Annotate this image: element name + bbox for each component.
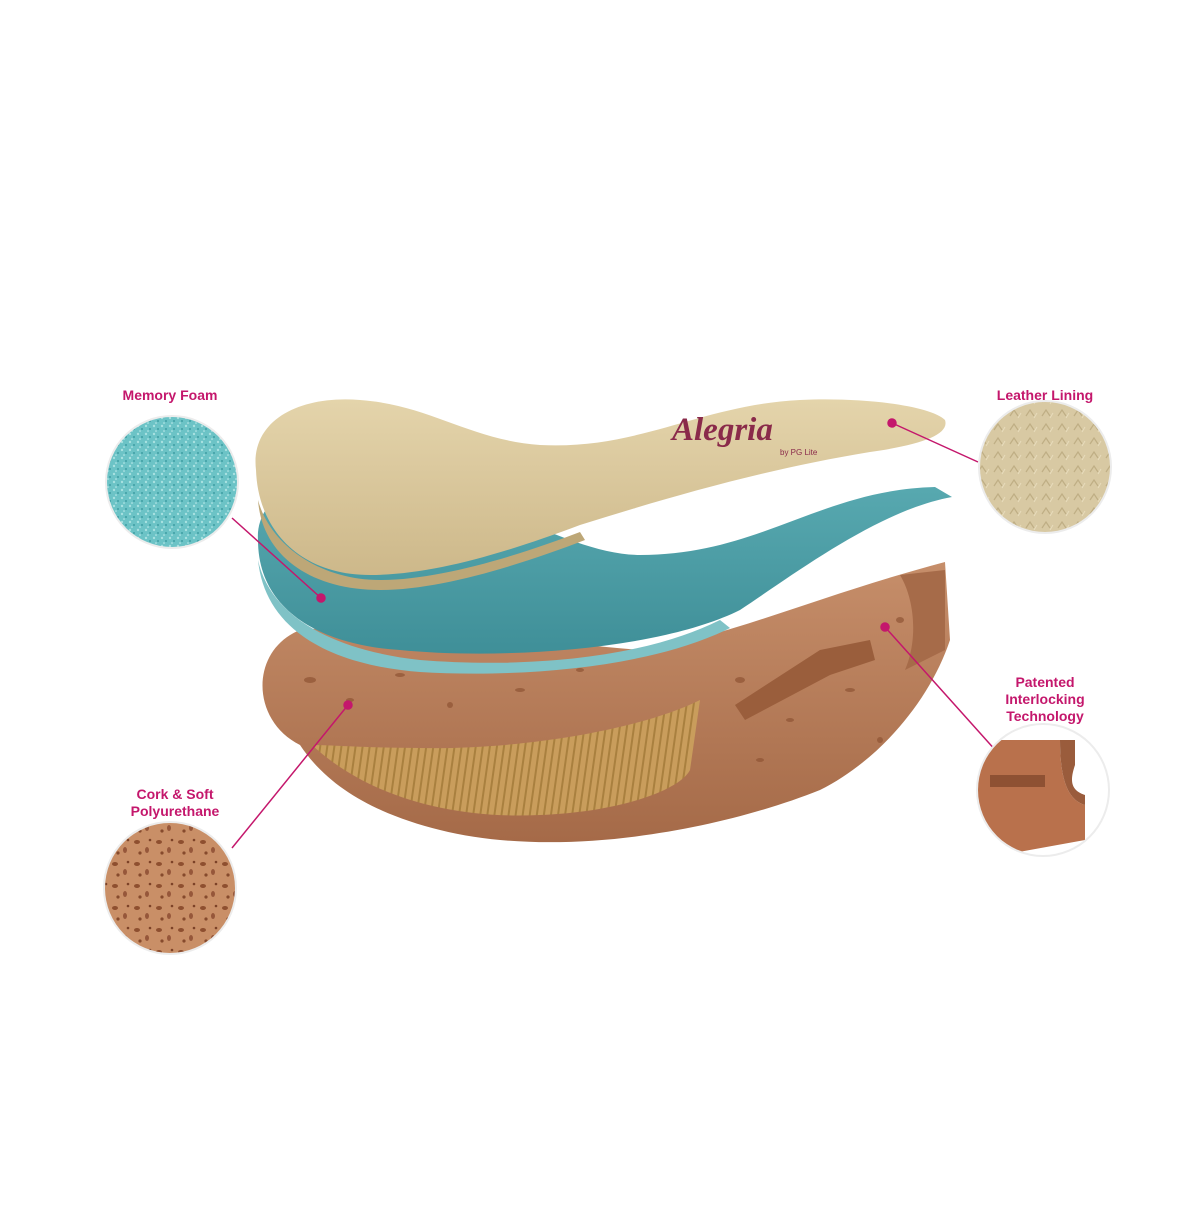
interlocking-cross-section-icon xyxy=(976,723,1110,857)
cork-texture-icon xyxy=(103,821,237,955)
memory-foam-label: Memory Foam xyxy=(122,387,218,403)
alegria-logo: Alegria xyxy=(670,412,773,448)
interlocking-technology-label: Patented Interlocking Technology xyxy=(1005,674,1085,724)
leather-lining-label: Leather Lining xyxy=(996,387,1094,403)
cork-label: Cork & Soft Polyurethane xyxy=(130,786,220,819)
memory-foam-texture-icon xyxy=(105,415,239,549)
leather-texture-icon xyxy=(978,400,1112,534)
leather-lining-layer: Alegria by PG Lite xyxy=(255,399,946,590)
alegria-byline: by PG Lite xyxy=(780,448,818,457)
connector-lines xyxy=(231,418,998,849)
